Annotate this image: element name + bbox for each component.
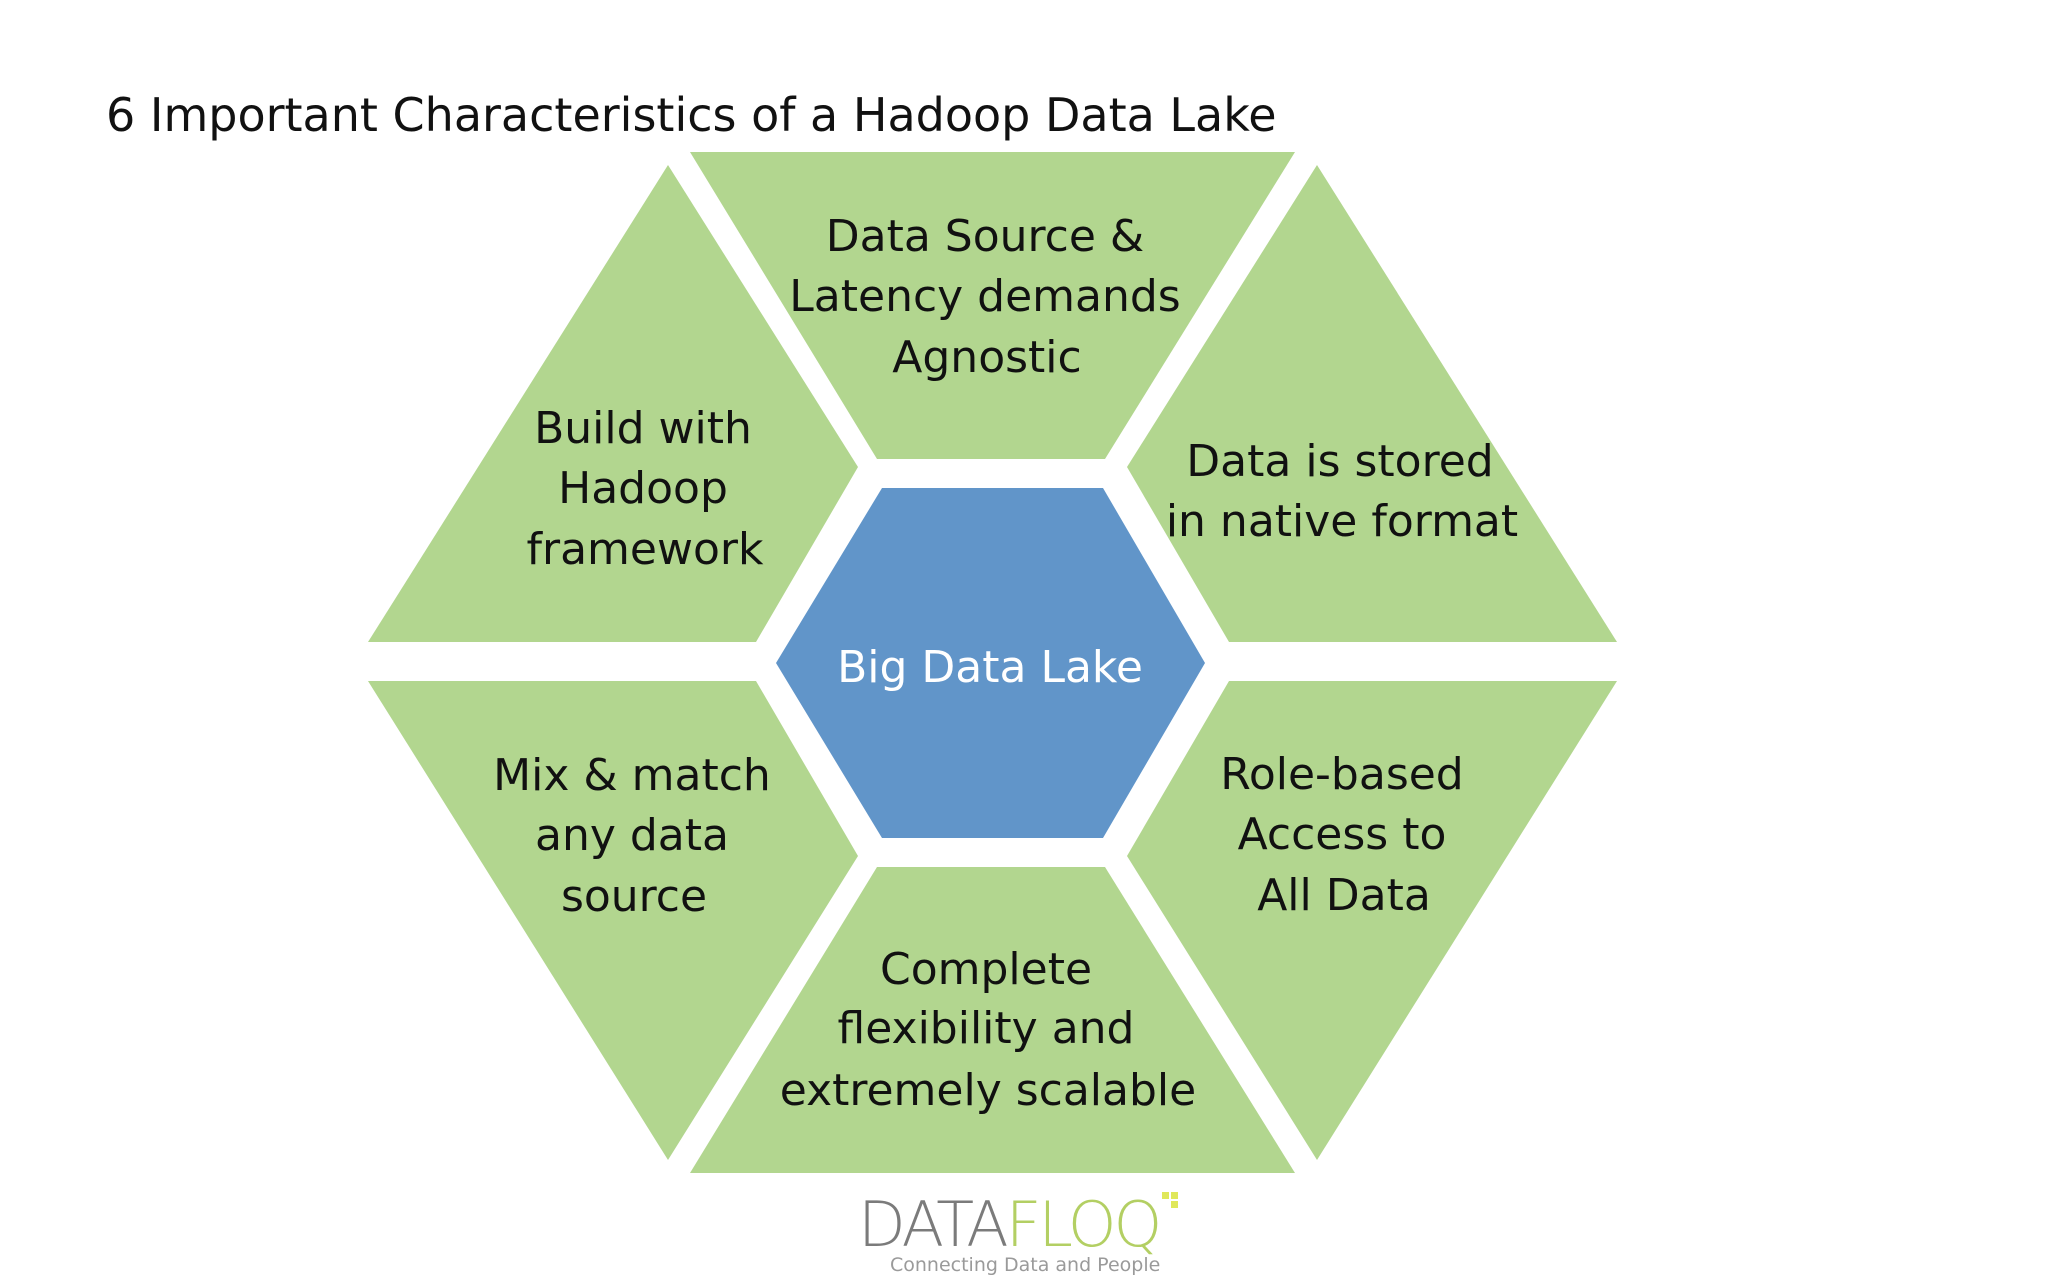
logo-dots-icon xyxy=(1162,1192,1180,1210)
logo-word-light: FLOQ xyxy=(1005,1188,1163,1261)
segment-lower-right-label: Role-based Access to All Data xyxy=(1220,749,1468,921)
logo-tagline: Connecting Data and People xyxy=(890,1254,1161,1276)
center-label: Big Data Lake xyxy=(837,642,1143,693)
segment-lower-right-line-1: Role-based xyxy=(1220,749,1464,800)
logo-word-dark: DATA xyxy=(858,1188,1009,1261)
segment-top-line-2: Latency demands xyxy=(789,271,1180,322)
segment-upper-left-line-1: Build with xyxy=(534,403,752,454)
segment-upper-left-line-2: Hadoop xyxy=(558,463,728,514)
segment-lower-left-line-2: any data xyxy=(535,810,729,861)
segment-lower-left-line-1: Mix & match xyxy=(493,750,771,801)
segment-upper-right-line-2: in native format xyxy=(1166,496,1518,547)
segment-lower-left xyxy=(368,681,858,1160)
segment-bottom-label: Complete flexibility and extremely scala… xyxy=(780,944,1196,1116)
segment-bottom-line-3: extremely scalable xyxy=(780,1065,1196,1116)
logo-wordmark: DATAFLOQ xyxy=(858,1192,1162,1258)
segment-bottom-line-1: Complete xyxy=(880,944,1092,995)
segment-bottom xyxy=(690,867,1295,1173)
segment-top-line-3: Agnostic xyxy=(892,332,1081,383)
segment-upper-left xyxy=(368,165,858,642)
segment-upper-left-line-3: framework xyxy=(527,524,764,575)
segment-upper-right-line-1: Data is stored xyxy=(1186,436,1493,487)
segment-upper-right xyxy=(1127,165,1617,642)
segment-lower-right-line-3: All Data xyxy=(1257,870,1431,921)
segment-lower-left-label: Mix & match any data source xyxy=(493,750,775,922)
segment-top xyxy=(690,152,1295,459)
segment-lower-right-line-2: Access to xyxy=(1238,809,1447,860)
segment-upper-right-label: Data is stored in native format xyxy=(1166,436,1518,547)
segment-upper-left-label: Build with Hadoop framework xyxy=(527,403,764,575)
center-hexagon xyxy=(776,488,1205,838)
segment-top-label: Data Source & Latency demands Agnostic xyxy=(789,211,1184,383)
segment-lower-right xyxy=(1127,681,1617,1160)
segment-top-line-1: Data Source & xyxy=(826,211,1144,262)
segment-bottom-line-2: flexibility and xyxy=(838,1003,1135,1054)
page-title: 6 Important Characteristics of a Hadoop … xyxy=(106,88,1277,142)
segment-lower-left-line-3: source xyxy=(561,871,707,922)
datafloq-logo: DATAFLOQ Connecting Data and People xyxy=(858,1192,1198,1280)
